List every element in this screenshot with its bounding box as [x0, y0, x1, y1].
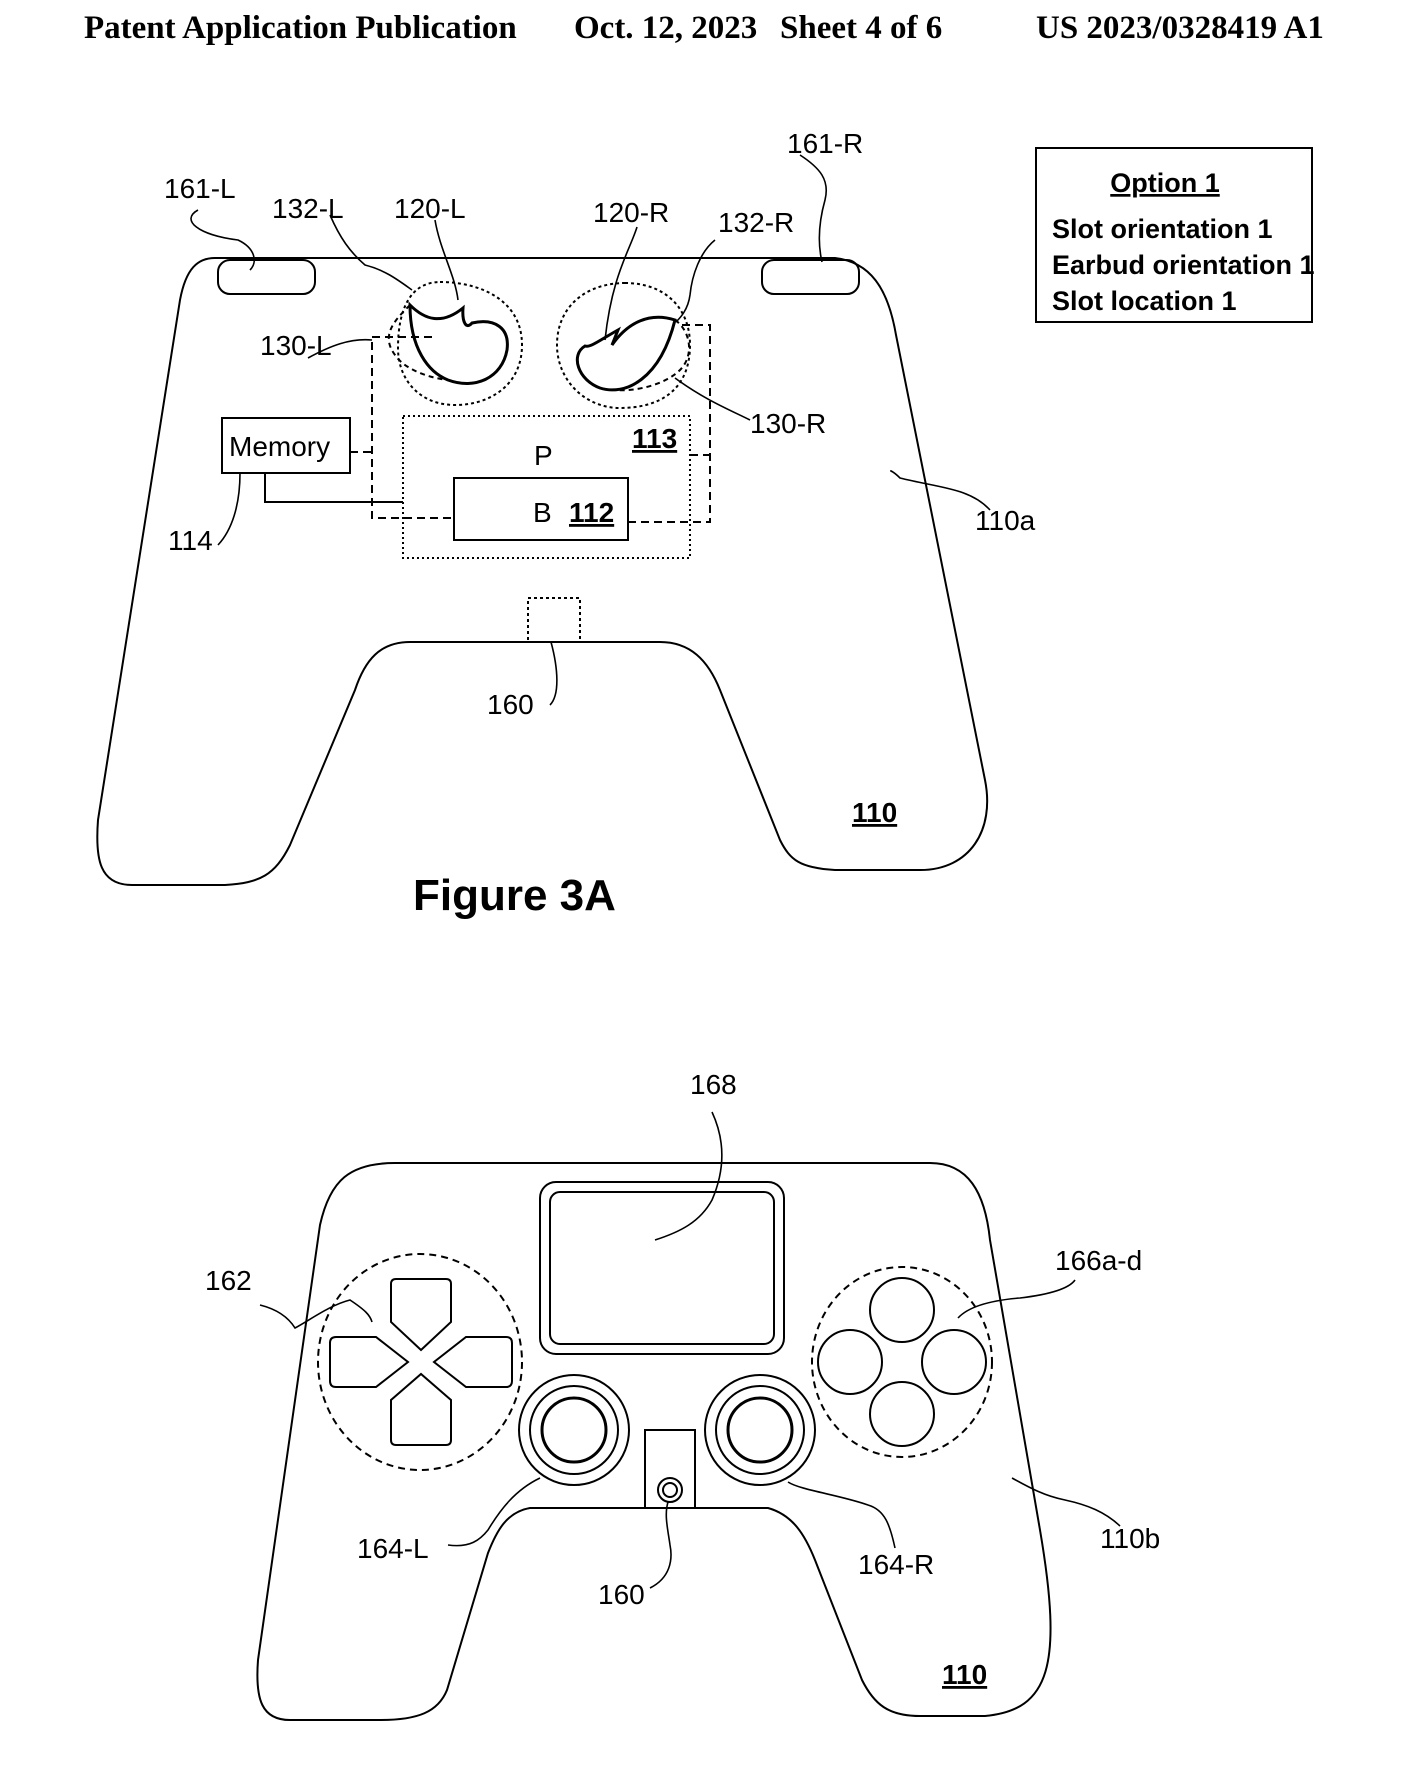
controller-outline-3a	[96, 257, 989, 886]
leader-lines-3a	[190, 154, 991, 706]
option-line: Slot location 1	[1052, 286, 1237, 316]
leader-lines-3b	[259, 1111, 1121, 1589]
label-132-l: 132-L	[272, 193, 344, 224]
label-120-l: 120-L	[394, 193, 466, 224]
stick-164-l-cap	[540, 1396, 608, 1464]
label-164-r: 164-R	[858, 1549, 934, 1580]
label-161-l: 161-L	[164, 173, 236, 204]
figure-3b	[256, 1111, 1121, 1721]
sheet-number: Sheet 4 of 6	[780, 10, 943, 46]
label-164-l: 164-L	[357, 1533, 429, 1564]
charging-area-130-l	[396, 280, 524, 407]
battery-label: B	[533, 497, 552, 528]
stick-164-l-outer	[518, 1374, 630, 1486]
labels-3a: 161-L 161-R 132-L 120-L 120-R 132-R 130-…	[164, 128, 1036, 920]
battery-box	[453, 477, 629, 541]
port-160-b	[644, 1429, 696, 1509]
label-120-r: 120-R	[593, 197, 669, 228]
face-button-bottom	[869, 1381, 935, 1447]
earbud-120-r	[575, 315, 677, 392]
earbud-120-l	[408, 301, 509, 385]
figure-caption: Figure 3A	[413, 871, 616, 920]
processor-label: P	[534, 440, 553, 471]
option-box	[1035, 147, 1313, 323]
figure-3a	[96, 154, 991, 886]
face-buttons-area	[811, 1266, 993, 1458]
label-160-a: 160	[487, 689, 534, 720]
option-line: Earbud orientation 1	[1052, 250, 1315, 280]
label-114: 114	[168, 525, 213, 556]
processor-box	[402, 415, 691, 559]
stick-164-r-cap	[726, 1396, 794, 1464]
dpad-area	[317, 1253, 523, 1471]
option-title: Option 1	[1110, 168, 1220, 198]
labels-3b: 168 162 166a-d 164-L 164-R 160 110b 110	[205, 1069, 1160, 1690]
earbud-slot-132-l	[387, 304, 449, 381]
label-110b: 110b	[1100, 1523, 1160, 1554]
circuit-lines-dashed	[350, 324, 711, 523]
slot-161-l	[217, 259, 316, 295]
label-130-r: 130-R	[750, 408, 826, 439]
label-130-l: 130-L	[260, 330, 332, 361]
stick-164-l-ring	[529, 1385, 619, 1475]
page-header: Patent Application Publication Oct. 12, …	[0, 10, 1402, 54]
port-160-a	[527, 597, 581, 643]
label-168: 168	[690, 1069, 737, 1100]
port-160-b-jack	[657, 1477, 683, 1503]
dpad	[329, 1278, 513, 1446]
touchpad-inner	[549, 1191, 775, 1345]
memory-label: Memory	[229, 431, 330, 462]
label-110-b: 110	[942, 1659, 987, 1690]
earbud-slot-132-r	[599, 319, 691, 392]
slot-161-r	[761, 259, 860, 295]
label-110-a: 110	[852, 797, 897, 828]
label-166a-d: 166a-d	[1055, 1245, 1142, 1276]
label-160-b: 160	[598, 1579, 645, 1610]
label-112: 112	[569, 497, 614, 528]
label-161-r: 161-R	[787, 128, 863, 159]
publication-date: Oct. 12, 2023	[574, 10, 758, 46]
label-132-r: 132-R	[718, 207, 794, 238]
face-button-top	[869, 1277, 935, 1343]
stick-164-r-ring	[715, 1385, 805, 1475]
touchpad-outer	[539, 1181, 785, 1355]
stick-164-r-outer	[704, 1374, 816, 1486]
port-160-b-jack-inner	[662, 1482, 678, 1498]
label-113: 113	[632, 423, 677, 454]
face-button-left	[817, 1329, 883, 1395]
memory-connection	[264, 473, 403, 503]
memory-box	[221, 417, 351, 474]
controller-outline-3b	[256, 1162, 1052, 1721]
option-box-text: Option 1 Slot orientation 1 Earbud orien…	[1052, 168, 1315, 316]
label-110a: 110a	[975, 505, 1036, 536]
face-button-right	[921, 1329, 987, 1395]
publication-number: US 2023/0328419 A1	[1036, 10, 1324, 46]
label-162: 162	[205, 1265, 252, 1296]
publication-label: Patent Application Publication	[84, 10, 517, 46]
option-line: Slot orientation 1	[1052, 214, 1273, 244]
